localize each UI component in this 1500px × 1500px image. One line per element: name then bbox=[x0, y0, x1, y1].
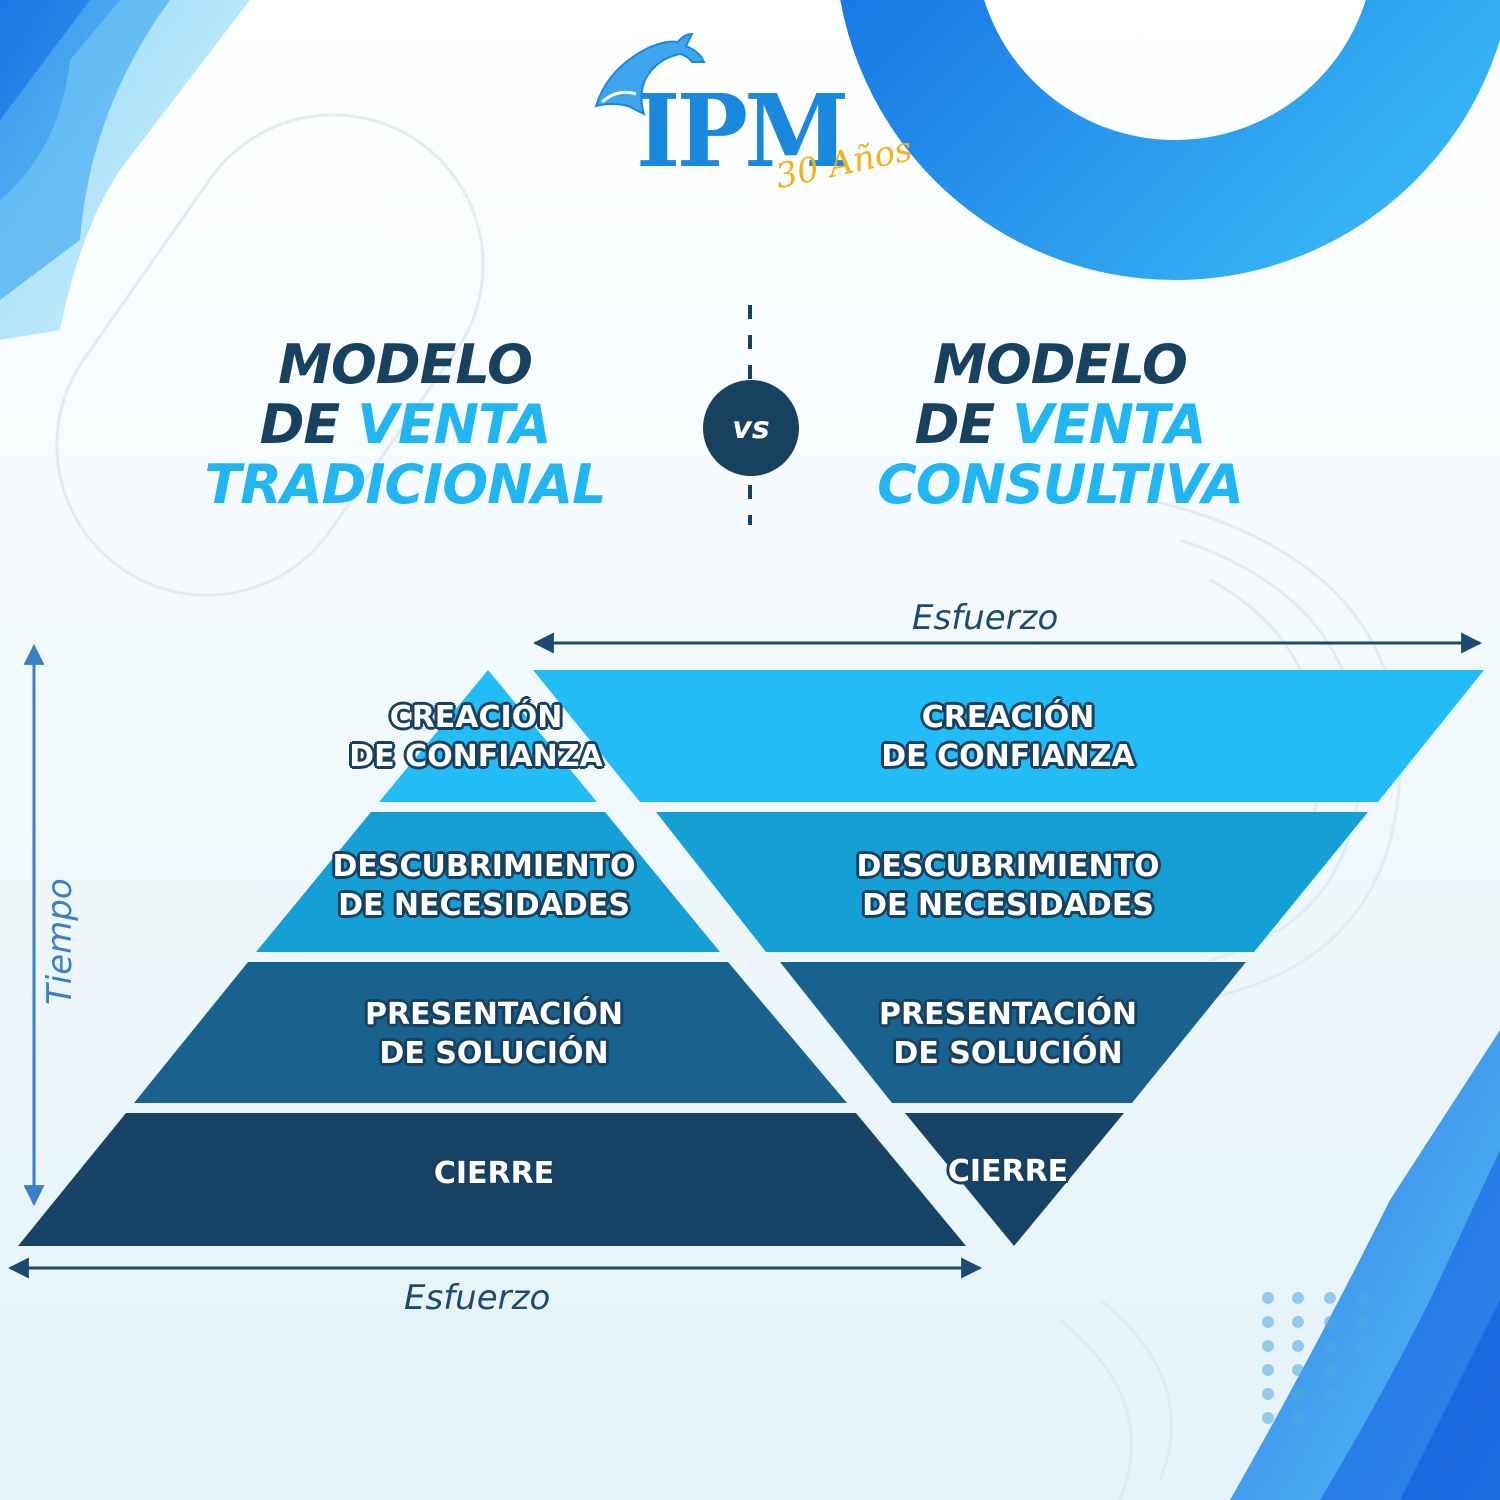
dolphin-icon bbox=[594, 32, 706, 116]
title-consultative-venta: VENTA bbox=[1012, 393, 1206, 456]
axis-label-tiempo: Tiempo bbox=[40, 878, 80, 1005]
axis-label-esfuerzo-top: Esfuerzo bbox=[912, 598, 1059, 638]
title-traditional-line1: MODELO bbox=[278, 333, 533, 396]
traditional-label-cierre: CIERRE bbox=[433, 1156, 555, 1191]
traditional-label-creacion: CREACIÓN DE CONFIANZA bbox=[349, 700, 603, 774]
consultative-stage-presentacion bbox=[780, 962, 1246, 1103]
title-traditional-line3: TRADICIONAL bbox=[204, 453, 606, 516]
traditional-stage-cierre bbox=[18, 1113, 966, 1246]
title-consultative-line3: CONSULTIVA bbox=[877, 453, 1244, 516]
consultative-label-creacion: CREACIÓN DE CONFIANZA bbox=[881, 700, 1135, 774]
traditional-label-descubrimiento: DESCUBRIMIENTO DE NECESIDADES bbox=[332, 849, 636, 923]
divider-dashed bbox=[748, 305, 752, 525]
consultative-label-descubrimiento: DESCUBRIMIENTO DE NECESIDADES bbox=[856, 849, 1160, 923]
title-traditional-venta: VENTA bbox=[357, 393, 551, 456]
consultative-stage-cierre bbox=[905, 1113, 1124, 1246]
title-traditional: MODELO DE VENTA TRADICIONAL bbox=[125, 335, 685, 515]
traditional-label-presentacion: PRESENTACIÓN DE SOLUCIÓN bbox=[365, 997, 623, 1071]
consultative-label-cierre: CIERRE bbox=[947, 1154, 1069, 1189]
logo-brand: IPM bbox=[636, 72, 849, 190]
vs-badge: vs bbox=[703, 380, 799, 476]
title-consultative: MODELO DE VENTA CONSULTIVA bbox=[780, 335, 1340, 515]
traditional-stage-presentacion bbox=[134, 962, 847, 1103]
axis-label-esfuerzo-bottom: Esfuerzo bbox=[404, 1278, 551, 1318]
consultative-label-presentacion: PRESENTACIÓN DE SOLUCIÓN bbox=[879, 997, 1137, 1071]
title-consultative-de: DE bbox=[914, 393, 1013, 456]
title-consultative-line1: MODELO bbox=[933, 333, 1188, 396]
traditional-stage-descubrimiento bbox=[256, 812, 720, 952]
traditional-stage-creacion bbox=[379, 670, 597, 802]
consultative-stage-descubrimiento bbox=[656, 812, 1368, 952]
title-traditional-de: DE bbox=[259, 393, 358, 456]
consultative-stage-creacion bbox=[533, 670, 1484, 802]
